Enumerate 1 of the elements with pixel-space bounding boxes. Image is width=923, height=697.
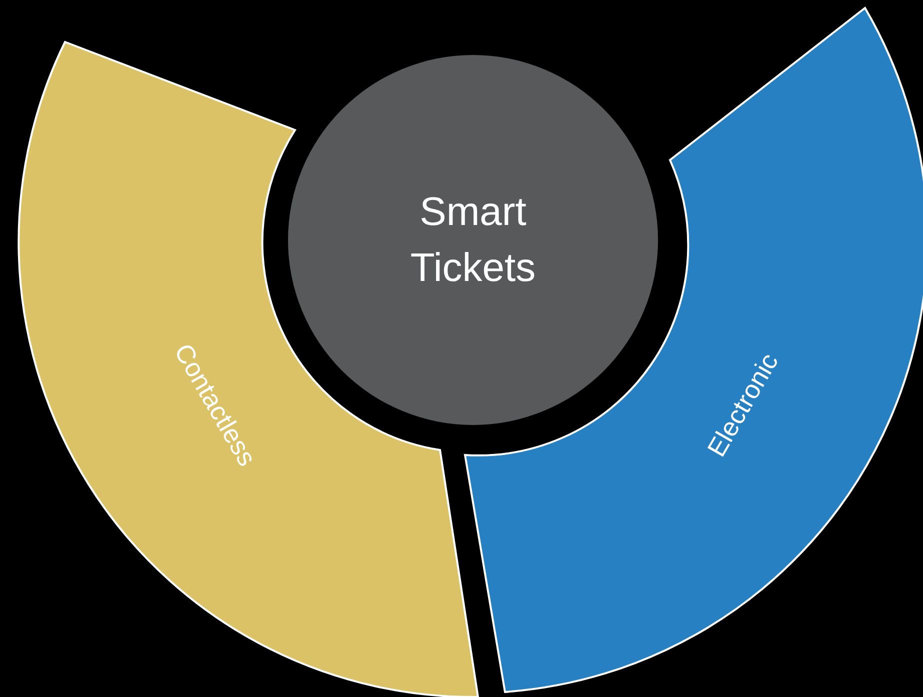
circle-label: Smart Tickets <box>409 189 537 292</box>
